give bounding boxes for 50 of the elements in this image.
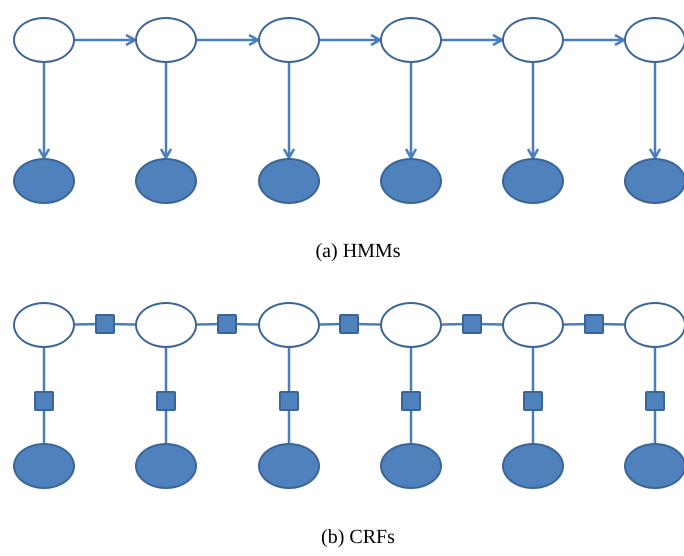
subfigure-caption: (a) HMMs [316, 240, 400, 263]
observed-ellipse [624, 443, 684, 489]
connector-line [114, 322, 136, 326]
arrow [404, 63, 418, 160]
hidden-state-ellipse [624, 302, 684, 348]
arrow [38, 63, 50, 160]
connector-line [358, 322, 380, 326]
factor-square [279, 391, 299, 411]
connector-line [196, 322, 218, 326]
factor-square [217, 314, 237, 334]
connector-line [564, 322, 584, 326]
connector-line [74, 322, 96, 326]
connector-line [442, 322, 462, 326]
connector-line [320, 322, 340, 326]
arrow [442, 34, 504, 46]
connector-line [42, 348, 46, 391]
connector-line [288, 348, 290, 391]
factor-square [645, 391, 665, 411]
factor-square [339, 314, 359, 334]
connector-line [604, 322, 624, 326]
connector-line [410, 348, 412, 391]
factor-square [156, 391, 176, 411]
connector-line [654, 411, 656, 443]
connector-line [42, 411, 46, 443]
arrow [197, 34, 260, 46]
connector-line [288, 411, 290, 443]
connector-line [410, 411, 412, 443]
arrow [564, 34, 626, 46]
connector-line [654, 348, 656, 391]
factor-square [401, 391, 421, 411]
arrow [648, 63, 662, 160]
observed-ellipse [624, 158, 684, 204]
hidden-state-ellipse [624, 17, 684, 63]
connector-line [532, 411, 534, 443]
factor-square [95, 314, 115, 334]
factor-square [523, 391, 543, 411]
arrow [75, 34, 136, 46]
connector-line [164, 411, 168, 443]
subfigure-caption: (b) CRFs [321, 526, 395, 549]
factor-square [584, 314, 604, 334]
arrow [320, 34, 382, 46]
arrow [160, 63, 172, 160]
factor-square [34, 391, 54, 411]
factor-square [462, 314, 482, 334]
connector-line [164, 348, 168, 391]
arrow [282, 63, 296, 160]
connector-line [532, 348, 534, 391]
connector-line [236, 322, 258, 326]
connector-line [482, 322, 502, 326]
arrow [526, 63, 540, 160]
